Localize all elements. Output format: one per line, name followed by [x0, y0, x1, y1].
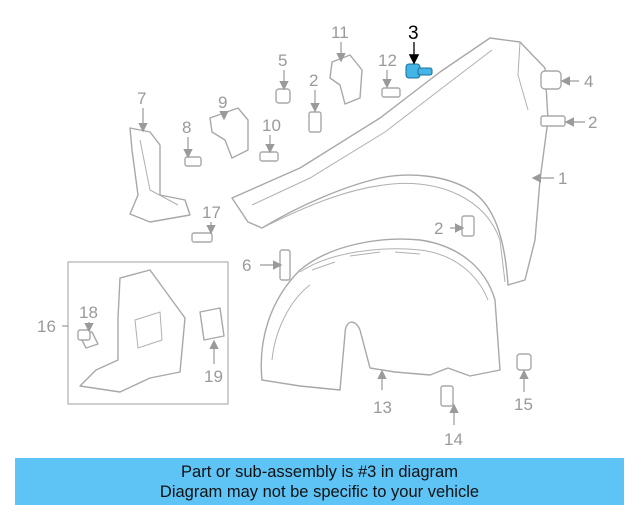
fastener-2-top [308, 111, 322, 133]
banner-line-2: Diagram may not be specific to your vehi… [159, 482, 480, 501]
bracket-part-9 [209, 107, 249, 159]
info-banner: Part or sub-assembly is #3 in diagram Di… [15, 458, 624, 505]
callout-17: 17 [202, 203, 221, 222]
fender-liner-part [260, 238, 501, 391]
callout-10: 10 [262, 116, 281, 135]
fastener-10-bolt [259, 151, 279, 162]
callout-7: 7 [137, 89, 146, 108]
callout-4: 4 [584, 72, 593, 91]
fastener-18-clip [77, 329, 91, 341]
splash-shield-group [67, 261, 229, 405]
bracket-part-7 [129, 127, 191, 223]
fastener-14-bolt [440, 385, 454, 407]
callout-5: 5 [278, 51, 287, 70]
highlighted-part-3-bolt [405, 63, 433, 79]
callout-3-highlighted: 3 [408, 23, 419, 44]
fender-part [231, 37, 549, 286]
callout-2-mid: 2 [434, 219, 443, 238]
callout-11: 11 [331, 23, 349, 42]
fastener-4-clip [540, 70, 562, 90]
bracket-part-11 [329, 54, 363, 105]
callout-16: 16 [37, 317, 56, 336]
fastener-2-right [540, 115, 566, 127]
callout-1: 1 [558, 169, 567, 188]
fastener-6-stud [279, 249, 291, 281]
leader-lines [62, 42, 585, 425]
callout-14: 14 [444, 430, 463, 449]
callout-15: 15 [514, 395, 533, 414]
fastener-5-nut [275, 88, 291, 104]
callout-13: 13 [373, 398, 392, 417]
callout-8: 8 [182, 118, 191, 137]
fastener-15-nut [516, 353, 532, 371]
callout-9: 9 [218, 93, 227, 112]
fastener-2-mid [461, 215, 475, 237]
callout-6: 6 [242, 256, 251, 275]
callout-18: 18 [79, 303, 98, 322]
callout-2-top: 2 [309, 71, 318, 90]
banner-line-1: Part or sub-assembly is #3 in diagram [181, 462, 458, 481]
callout-2-right: 2 [588, 113, 597, 132]
fastener-17-bolt [191, 232, 213, 243]
fastener-8-bolt [184, 156, 202, 167]
exploded-parts-diagram: 1 4 2 2 2 5 6 7 8 9 10 11 12 13 14 15 16… [37, 23, 597, 449]
callout-12: 12 [378, 51, 397, 70]
callout-19: 19 [204, 367, 223, 386]
fastener-12-bolt [381, 87, 401, 98]
